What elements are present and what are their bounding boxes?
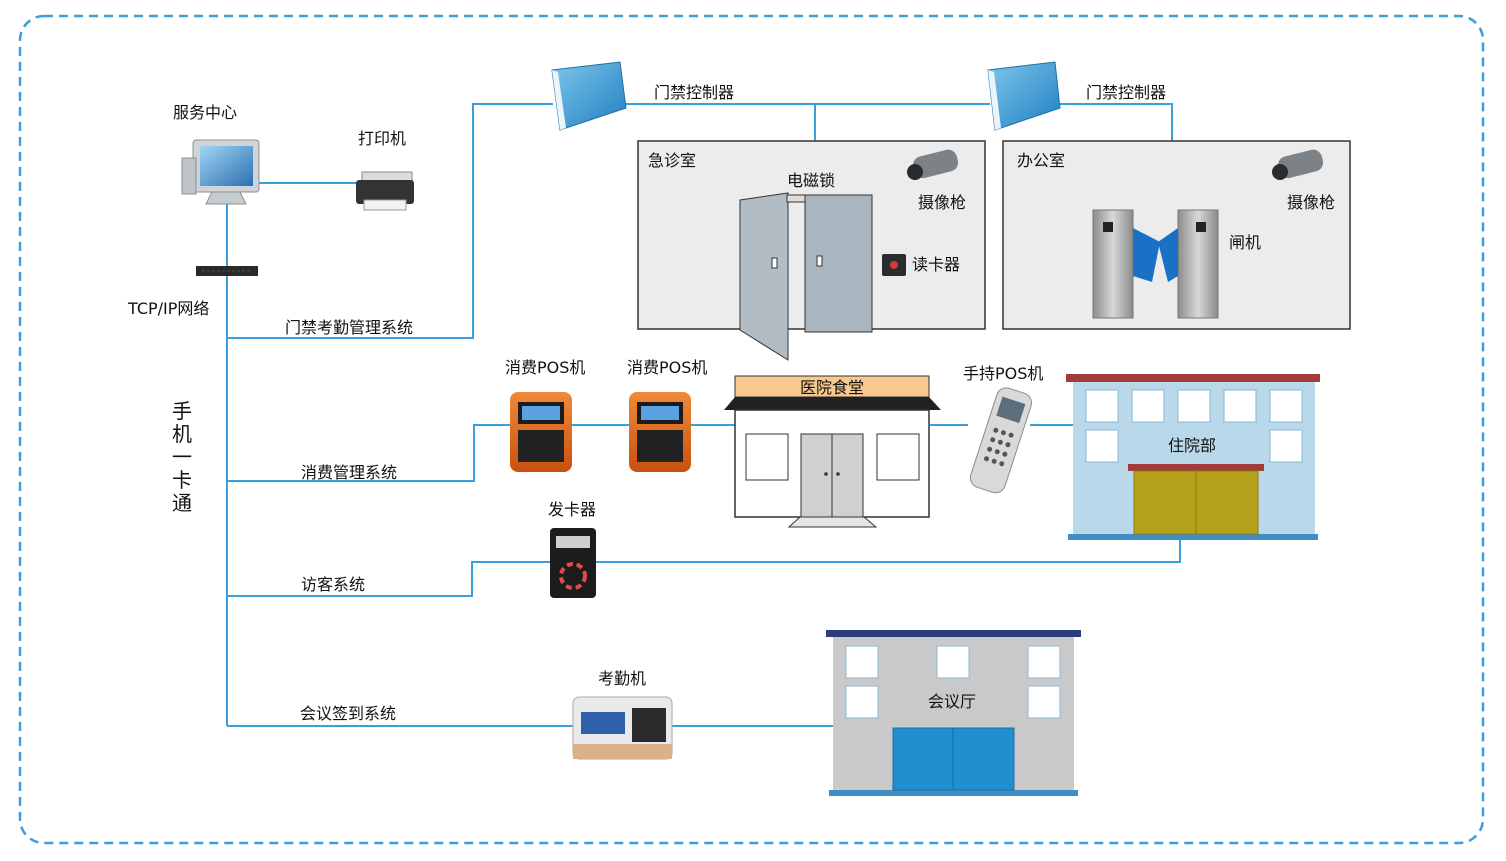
emergency-room-label: 急诊室 [648, 151, 697, 170]
turnstile-label: 闸机 [1229, 233, 1262, 252]
network-label: TCP/IP网络 [128, 299, 210, 318]
inpatient-building [1066, 374, 1320, 540]
camera-icon-right [1272, 149, 1324, 180]
title-char-2: 机 [172, 422, 192, 446]
access-controller-icon-left [551, 61, 627, 131]
handheld-pos-icon [969, 387, 1033, 494]
network-switch-icon [196, 266, 258, 276]
card-issuer-label: 发卡器 [548, 500, 597, 519]
access-system-label: 门禁考勤管理系统 [285, 318, 414, 337]
pos-machine-icon-2 [629, 392, 691, 472]
title-char-5: 通 [172, 491, 192, 515]
camera-left-label: 摄像枪 [918, 193, 967, 212]
controller-right-label: 门禁控制器 [1086, 83, 1167, 102]
canteen-building [724, 375, 941, 528]
attendance-machine-label: 考勤机 [598, 669, 647, 688]
card-reader-label: 读卡器 [912, 255, 961, 274]
pos-machine-icon-1 [510, 392, 572, 472]
controller-left-label: 门禁控制器 [654, 83, 735, 102]
main-title-vertical: 手 机 一 卡 通 [170, 400, 194, 515]
canteen-label: 医院食堂 [799, 378, 864, 397]
consumption-system-label: 消费管理系统 [301, 463, 398, 482]
service-center-label: 服务中心 [173, 103, 238, 122]
outer-frame [18, 14, 1485, 845]
meeting-hall-building [826, 630, 1081, 796]
camera-right-label: 摄像枪 [1287, 193, 1336, 212]
attendance-machine-icon [572, 696, 673, 760]
handheld-pos-label: 手持POS机 [963, 364, 1044, 383]
card-issuer-icon [550, 528, 596, 598]
pos2-label: 消费POS机 [627, 358, 708, 377]
title-char-1: 手 [172, 399, 192, 423]
title-char-3: 一 [172, 445, 192, 469]
connection-lines [226, 103, 1181, 727]
printer-label: 打印机 [358, 129, 407, 148]
computer-icon [181, 139, 260, 205]
magnetic-lock-label: 电磁锁 [787, 171, 836, 190]
turnstile-icon [1092, 209, 1219, 319]
meeting-hall-label: 会议厅 [928, 692, 977, 711]
door-icon [739, 192, 873, 361]
office-label: 办公室 [1017, 151, 1066, 170]
title-char-4: 卡 [172, 468, 192, 492]
access-controller-icon-right [987, 61, 1061, 131]
printer-icon [356, 171, 414, 211]
meeting-system-label: 会议签到系统 [300, 704, 397, 723]
pos1-label: 消费POS机 [505, 358, 586, 377]
camera-icon-left [907, 149, 959, 180]
visitor-system-label: 访客系统 [301, 575, 366, 594]
inpatient-label: 住院部 [1168, 436, 1217, 455]
card-reader-icon [882, 254, 906, 276]
